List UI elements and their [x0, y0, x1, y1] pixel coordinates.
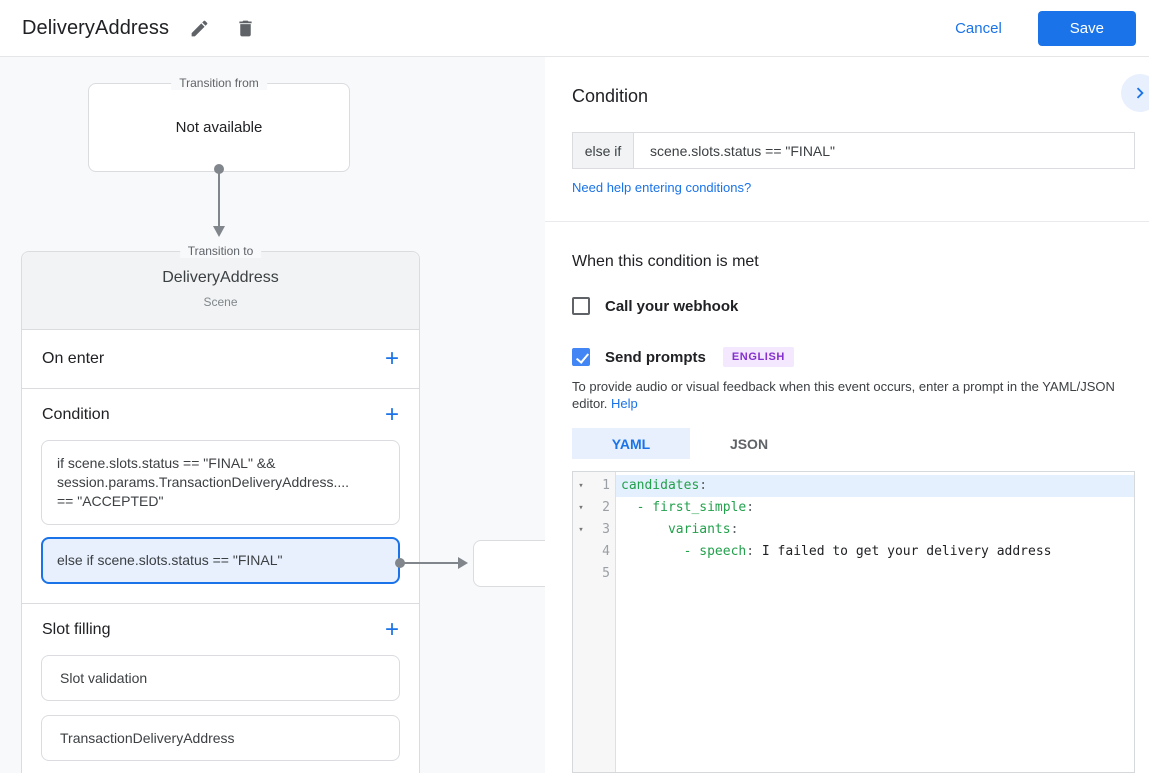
code-token: - speech	[683, 544, 747, 559]
edit-scene-button[interactable]	[183, 12, 215, 44]
code-token: - first_simple	[636, 500, 747, 515]
panel-divider	[545, 221, 1149, 222]
transition-target-box[interactable]	[473, 540, 545, 587]
prompt-help-link[interactable]: Help	[611, 396, 638, 411]
send-prompts-row: Send prompts ENGLISH	[572, 347, 794, 367]
condition-section-label: Condition	[42, 405, 110, 423]
fold-spacer	[573, 541, 589, 563]
editor-format-tabs: YAML JSON	[572, 428, 808, 459]
editor-line: 4 - speech: I failed to get your deliver…	[573, 541, 1134, 563]
line-number: 2	[602, 500, 610, 515]
connector-dot	[214, 164, 224, 174]
scene-diagram-canvas: Transition from Not available Transition…	[0, 57, 545, 773]
condition-section: Condition + if scene.slots.status == "FI…	[22, 389, 419, 584]
condition-item-if[interactable]: if scene.slots.status == "FINAL" && sess…	[41, 440, 400, 525]
slot-filling-section: Slot filling + Slot validation Transacti…	[22, 604, 419, 761]
code-token: variants	[667, 522, 731, 537]
cancel-button[interactable]: Cancel	[955, 19, 1002, 37]
slot-filling-label: Slot filling	[42, 620, 111, 638]
chevron-right-icon	[1136, 87, 1144, 99]
prompt-description-text: To provide audio or visual feedback when…	[572, 379, 1115, 411]
fold-arrow-icon[interactable]: ▾	[578, 525, 584, 535]
transition-to-legend: Transition to	[179, 244, 262, 258]
code-token: candidates	[621, 478, 700, 493]
prompt-description: To provide audio or visual feedback when…	[572, 378, 1138, 412]
code-editor[interactable]: ▾ 1 candidates: ▾ 2 - first_simple: ▾ 3 varian…	[572, 471, 1135, 773]
transition-from-legend: Transition from	[171, 76, 267, 90]
condition-input-row: else if	[572, 132, 1135, 169]
code-line[interactable]: - first_simple:	[616, 497, 1134, 519]
arrow-down-icon	[213, 226, 225, 237]
slot-item-transaction-delivery-address[interactable]: TransactionDeliveryAddress	[41, 715, 400, 761]
editor-gutter	[573, 472, 616, 772]
code-token: :	[746, 544, 755, 559]
transition-from-box: Transition from Not available	[88, 76, 350, 172]
condition-expression-input[interactable]	[634, 132, 1135, 169]
code-line[interactable]: - speech: I failed to get your delivery …	[616, 541, 1134, 563]
collapse-panel-button[interactable]	[1121, 74, 1149, 112]
add-condition-button[interactable]: +	[384, 400, 399, 428]
add-slot-button[interactable]: +	[384, 615, 399, 643]
webhook-row: Call your webhook	[572, 297, 738, 315]
page-title: DeliveryAddress	[22, 16, 170, 39]
line-number: 1	[602, 478, 610, 493]
code-editor-lines: ▾ 1 candidates: ▾ 2 - first_simple: ▾ 3 varian…	[573, 472, 1134, 585]
tab-json[interactable]: JSON	[690, 428, 808, 459]
fold-arrow-icon[interactable]: ▾	[578, 503, 584, 513]
code-line[interactable]: candidates:	[616, 475, 1134, 497]
scene-name: DeliveryAddress	[162, 269, 279, 286]
call-webhook-label: Call your webhook	[605, 297, 739, 315]
add-on-enter-button[interactable]: +	[384, 345, 399, 372]
section-divider	[22, 603, 419, 604]
line-number: 3	[602, 522, 610, 537]
language-badge: ENGLISH	[722, 347, 794, 367]
on-enter-label: On enter	[42, 350, 105, 367]
condition-item-else-if-selected[interactable]: else if scene.slots.status == "FINAL"	[41, 537, 400, 584]
send-prompts-checkbox[interactable]	[572, 348, 590, 366]
code-token: I failed to get your delivery address	[754, 544, 1052, 559]
code-token	[621, 544, 684, 559]
editor-line: 5	[573, 563, 1134, 585]
when-condition-heading: When this condition is met	[572, 253, 759, 270]
code-token: :	[746, 500, 755, 515]
call-webhook-checkbox[interactable]	[572, 297, 590, 315]
trash-icon	[238, 20, 252, 36]
code-token	[621, 522, 668, 537]
scene-type-label: Scene	[203, 295, 238, 309]
line-number: 5	[602, 566, 610, 581]
editor-line: ▾ 2 - first_simple:	[573, 497, 1134, 519]
code-line[interactable]	[616, 563, 1134, 585]
tab-yaml[interactable]: YAML	[572, 428, 690, 459]
line-number: 4	[602, 544, 610, 559]
scene-card-header[interactable]: DeliveryAddress Scene	[22, 252, 419, 330]
slot-item-validation[interactable]: Slot validation	[41, 655, 400, 701]
condition-editor-panel: Condition else if Need help entering con…	[545, 57, 1149, 773]
code-line[interactable]: variants:	[616, 519, 1134, 541]
save-button[interactable]: Save	[1037, 10, 1136, 46]
on-enter-section: On enter +	[22, 330, 419, 389]
panel-title: Condition	[572, 86, 649, 106]
code-token: :	[730, 522, 739, 537]
transition-from-text: Not available	[175, 119, 263, 136]
condition-prefix-label: else if	[572, 132, 634, 169]
condition-help-link[interactable]: Need help entering conditions?	[572, 180, 752, 195]
connector-line-horizontal	[400, 562, 458, 564]
code-token	[621, 500, 637, 515]
connector-line-vertical	[218, 171, 220, 228]
delete-scene-button[interactable]	[229, 12, 261, 44]
fold-spacer	[573, 563, 589, 585]
top-bar: DeliveryAddress Cancel Save	[0, 0, 1149, 57]
send-prompts-label: Send prompts	[605, 348, 706, 366]
arrow-right-icon	[458, 557, 468, 569]
fold-arrow-icon[interactable]: ▾	[578, 481, 584, 491]
code-token: :	[699, 478, 708, 493]
pencil-icon	[191, 20, 207, 36]
editor-line: ▾ 3 variants:	[573, 519, 1134, 541]
editor-line: ▾ 1 candidates:	[573, 475, 1134, 497]
scene-card: Transition to DeliveryAddress Scene On e…	[21, 244, 420, 773]
